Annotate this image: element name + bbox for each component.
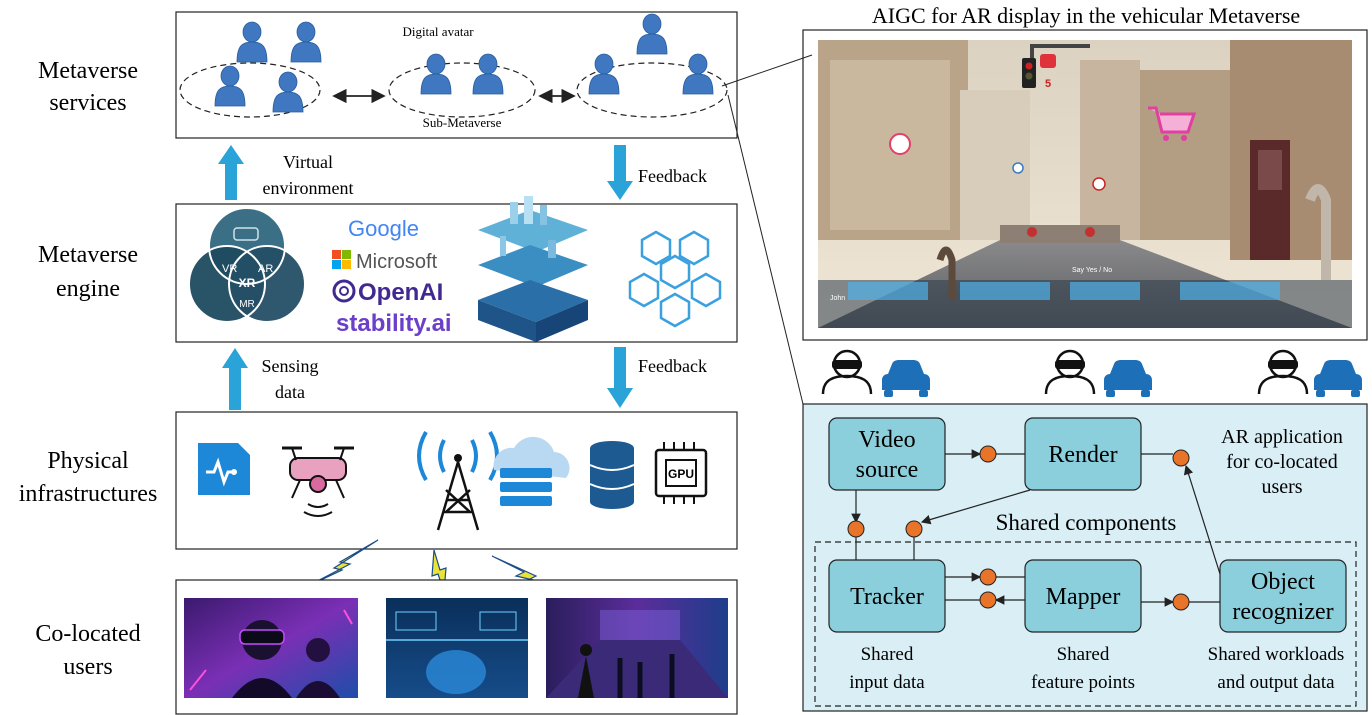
- ar-hud-left: John: [830, 295, 845, 302]
- venn-ar: AR: [258, 263, 273, 275]
- vr-user-image-2: [546, 598, 728, 698]
- sensor-icon: [198, 443, 250, 495]
- ar-shopping-cart-icon: [1148, 106, 1197, 141]
- sub-metaverse-label: Sub-Metaverse: [423, 115, 502, 130]
- sensing-label-2: data: [275, 382, 305, 402]
- ar-panel-title: AIGC for AR display in the vehicular Met…: [872, 3, 1300, 28]
- tracker-label: Tracker: [850, 584, 924, 610]
- ar-hud-mid: Say Yes / No: [1072, 267, 1112, 274]
- connector-top: [721, 54, 813, 87]
- feedback-label-top: Feedback: [638, 166, 707, 186]
- tracker-node: [828, 559, 946, 633]
- object-label-2: recognizer: [1232, 599, 1333, 625]
- video-source-label-1: Video: [858, 427, 915, 453]
- mapper-label: Mapper: [1046, 584, 1121, 610]
- shared-input-label-2: input data: [849, 672, 925, 693]
- gpu-chip-label: GPU: [668, 467, 694, 481]
- vehicle-dashboard-image: [386, 598, 528, 698]
- feedback-arrow-top: [607, 145, 633, 200]
- gpu-chip-icon: GPU: [654, 442, 708, 504]
- digital-avatar-label: Digital avatar: [402, 24, 474, 39]
- sensing-label-1: Sensing: [261, 356, 318, 376]
- microsoft-logo-icon: [332, 250, 351, 269]
- shared-components-box: [814, 541, 1357, 707]
- mapper-node: [1024, 559, 1142, 633]
- microsoft-logo: Microsoft: [356, 251, 438, 273]
- ar-app-edges: [851, 449, 1221, 607]
- shared-feature-label-1: Shared: [1057, 644, 1110, 665]
- virtual-env-label-1: Virtual: [283, 152, 333, 172]
- video-source-label-2: source: [856, 457, 919, 483]
- layer-label-services-1: Metaverse: [38, 58, 138, 84]
- drone-icon: [282, 446, 354, 517]
- feedback-arrow-bottom: [607, 347, 633, 408]
- connector-bottom: [727, 94, 804, 405]
- object-recognizer-node: [1219, 559, 1347, 633]
- render-label: Render: [1048, 442, 1117, 468]
- venn-vr: VR: [222, 263, 237, 275]
- openai-logo-icon: [332, 279, 356, 303]
- sub-metaverse-ellipse-3: [576, 62, 728, 118]
- sub-metaverse-ellipse-2: [388, 62, 536, 118]
- stability-logo: stability.ai: [336, 310, 452, 337]
- database-icon: [589, 441, 635, 509]
- layer-label-infra-1: Physical: [47, 448, 129, 474]
- app-label-1: AR application: [1221, 426, 1343, 448]
- feedback-label-bottom: Feedback: [638, 356, 707, 376]
- layer-label-infra-2: infrastructures: [19, 481, 158, 507]
- app-label-3: users: [1261, 476, 1302, 498]
- shared-feature-label-2: feature points: [1031, 672, 1135, 693]
- google-logo: Google: [348, 216, 419, 241]
- shared-input-label-1: Shared: [861, 644, 914, 665]
- venn-mr: MR: [239, 299, 255, 310]
- sensing-data-arrow: [222, 348, 248, 410]
- layer-label-services-2: services: [49, 90, 126, 116]
- layer-label-users-2: users: [63, 654, 112, 680]
- infrastructure-box: [175, 411, 738, 550]
- ar-signal-number: 5: [1045, 78, 1051, 90]
- sub-metaverse-ellipse-1: [179, 62, 321, 118]
- layer-label-engine-1: Metaverse: [38, 242, 138, 268]
- shared-workloads-label-1: Shared workloads: [1208, 644, 1345, 665]
- viewer-car-row: [821, 349, 1362, 397]
- blockchain-icon: [628, 230, 722, 328]
- openai-logo: OpenAI: [358, 279, 443, 306]
- layer-label-engine-2: engine: [56, 276, 120, 302]
- layer-label-users-1: Co-located: [35, 621, 140, 647]
- ar-app-ports: [847, 445, 1190, 611]
- virtual-environment-arrow: [218, 145, 244, 200]
- xr-venn-icon: VR AR XR MR: [188, 207, 306, 323]
- digital-twin-city-icon: [478, 196, 588, 342]
- ar-street-scene-image: 5 John Say Yes / No: [818, 40, 1352, 328]
- shared-workloads-label-2: and output data: [1217, 672, 1335, 693]
- cell-tower-icon: [417, 430, 499, 531]
- app-label-2: for co-located: [1226, 451, 1338, 473]
- virtual-env-label-2: environment: [263, 178, 354, 198]
- venn-xr: XR: [239, 276, 256, 290]
- ar-marker-icon: [889, 133, 911, 155]
- cloud-server-icon: [493, 436, 570, 506]
- vr-user-image-1: [184, 598, 358, 698]
- shared-components-title: Shared components: [996, 510, 1177, 535]
- object-label-1: Object: [1251, 569, 1315, 595]
